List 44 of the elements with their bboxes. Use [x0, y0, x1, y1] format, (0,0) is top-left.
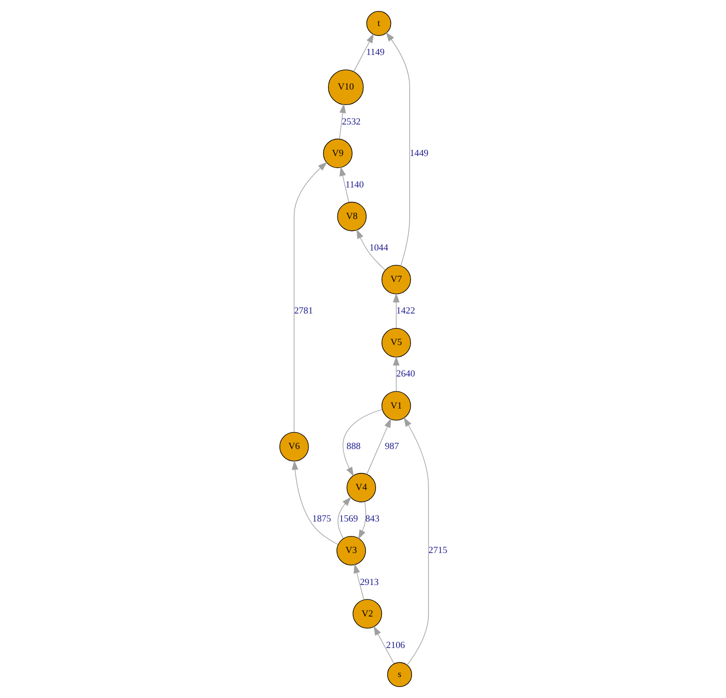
edge-label: 1569	[338, 514, 358, 525]
edge-label: 1875	[312, 514, 331, 525]
edge-label: 888	[346, 442, 360, 452]
edge-label: 2913	[359, 578, 378, 588]
node-circle: V7	[381, 264, 410, 294]
edge-label: 1044	[368, 244, 388, 254]
arrow	[356, 229, 385, 270]
node-circle: V9	[322, 138, 352, 168]
edge-label: 1422	[396, 306, 415, 317]
arrow	[358, 501, 366, 540]
arrow	[337, 496, 351, 539]
edge-label: 2106	[386, 640, 404, 651]
arrow	[385, 32, 410, 266]
edge-label: 1449	[409, 148, 428, 159]
node-circle: t	[366, 10, 391, 36]
node-circle: V2	[352, 599, 382, 629]
edge-label: 2715	[428, 546, 447, 556]
edge-label: 843	[364, 514, 379, 525]
edge-label: 2781	[294, 306, 312, 317]
arrow	[342, 409, 382, 476]
node-circle: s	[386, 662, 412, 688]
arrow	[366, 418, 391, 475]
arrow	[403, 417, 428, 666]
arrow	[352, 33, 374, 72]
arrow	[339, 166, 349, 202]
arrow	[353, 564, 364, 600]
edge-label: 1140	[344, 180, 364, 190]
edge-label: 2640	[396, 370, 415, 380]
arrow	[392, 293, 400, 328]
edge-label: 987	[384, 442, 398, 452]
node-circle: V6	[278, 432, 308, 462]
arrow	[392, 356, 400, 392]
node-circle: V1	[381, 391, 410, 420]
arrow	[373, 626, 394, 664]
edge-label: 1149	[366, 48, 384, 58]
node-circle: V3	[336, 536, 366, 566]
node-circle: V4	[346, 472, 376, 502]
arrow	[338, 104, 346, 140]
node-circle: V10	[328, 69, 364, 106]
node-circle: V8	[336, 202, 366, 232]
edge-label: 2532	[341, 117, 360, 128]
arrow	[293, 162, 327, 432]
node-circle: V5	[381, 328, 410, 358]
arrow	[291, 460, 338, 545]
